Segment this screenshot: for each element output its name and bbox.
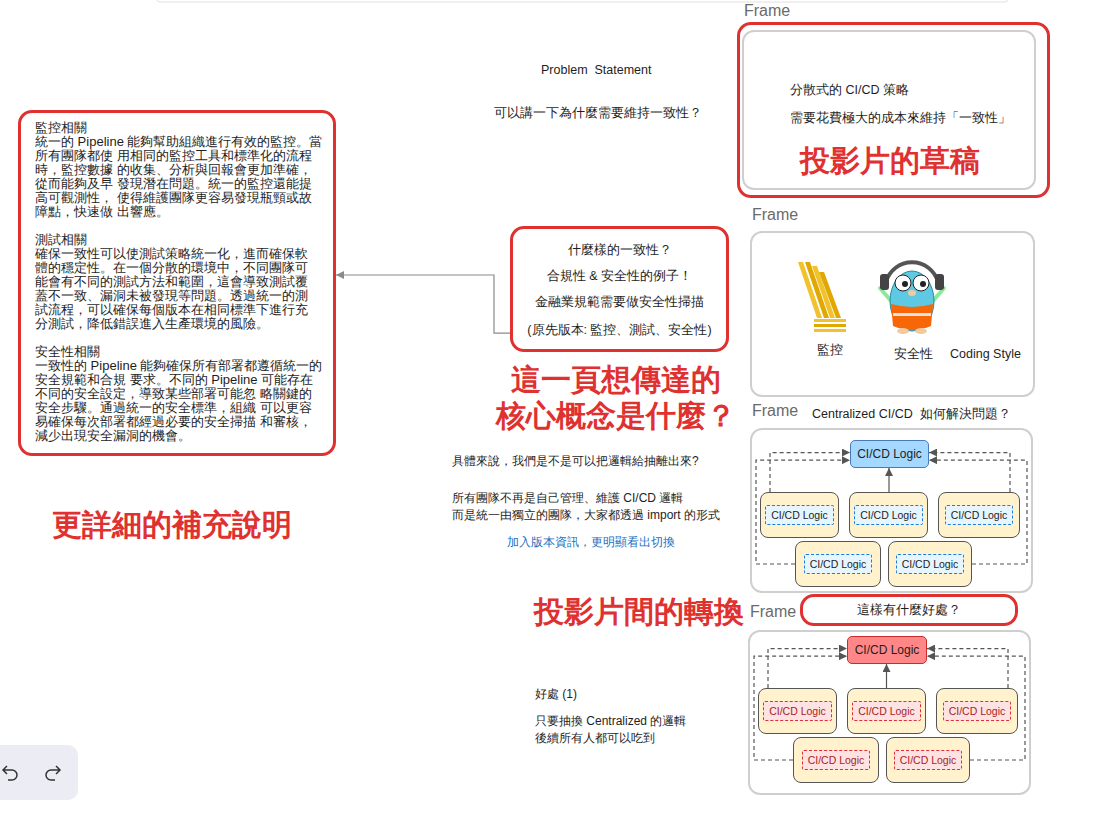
note-text: 加入版本資訊，更明顯看出切換: [507, 534, 675, 551]
node-text: 這樣有什麼好處？: [857, 602, 961, 618]
slide-frame: FrameCentralized CI/CD 如何解決問題？CI/CD Logi…: [750, 428, 1033, 593]
headphone-band: [886, 262, 938, 282]
connector-arrow: [927, 649, 1008, 688]
redo-icon: [46, 766, 60, 780]
ear-cup: [935, 274, 944, 290]
node-text: CI/CD Logic: [763, 701, 832, 722]
connector-arrow: [886, 664, 887, 688]
node-text: Coding Style: [950, 346, 1021, 362]
node-text: 金融業規範需要做安全性掃描: [535, 294, 704, 310]
node-text: CI/CD Logic: [854, 505, 923, 526]
slide-frame: Frame監控安全性Coding Style: [750, 231, 1035, 397]
frame-heading: Frame: [750, 604, 796, 620]
connector-arrow: [770, 453, 850, 492]
note-text: 只要抽換 Centralized 的邏輯 後續所有人都可以吃到: [535, 713, 715, 747]
ear-cup: [880, 274, 889, 290]
team-box: CI/CD Logic: [936, 688, 1018, 734]
annotation-box: 什麼樣的一致性？ 合規性 & 安全性的例子！ 金融業規範需要做安全性掃描 (原先版本:…: [510, 226, 729, 352]
gopher-eye: [913, 275, 929, 291]
node-text: CI/CD Logic: [857, 447, 922, 461]
node-text: CI/CD Logic: [855, 643, 920, 657]
node-text: 合規性 & 安全性的例子！: [547, 268, 692, 284]
node-text: 監控: [817, 342, 843, 358]
connector-arrow: [336, 275, 510, 333]
team-box: CI/CD Logic: [758, 688, 837, 734]
gopher-pupil: [920, 281, 926, 287]
annotation-text: 投影片間的轉換: [534, 594, 744, 630]
node-text: CI/CD Logic: [802, 750, 871, 771]
team-box: CI/CD Logic: [888, 541, 972, 587]
node-text: CI/CD Logic: [945, 505, 1014, 526]
gopher-foot: [897, 328, 909, 334]
gopher-mascot: [880, 262, 944, 334]
note-text: 所有團隊不再是自己管理、維護 CI/CD 邏輯 而是統一由獨立的團隊，大家都透過…: [452, 490, 742, 524]
frame-heading: Frame: [744, 3, 790, 19]
frame-heading: Frame: [752, 403, 798, 419]
note-text: 好處 (1): [535, 686, 577, 703]
team-box: CI/CD Logic: [886, 737, 970, 783]
node-text: 確保一致性可以使測試策略統一化，進而確保軟 體的穩定性。在一個分散的環境中，不同…: [35, 247, 323, 331]
gopher-body: [890, 271, 934, 331]
logic-box: CI/CD Logic: [850, 440, 929, 468]
undo-icon: [3, 766, 17, 780]
node-text: 監控相關: [35, 121, 87, 135]
top-toolbar: [155, 0, 1010, 2]
connector-arrow: [768, 649, 847, 688]
note-text: Problem Statement: [541, 62, 651, 78]
gopher-nose: [908, 290, 916, 296]
frame-heading: Centralized CI/CD 如何解決問題？: [812, 406, 1011, 422]
node-text: CI/CD Logic: [765, 505, 834, 526]
node-text: (原先版本: 監控、測試、安全性): [527, 322, 711, 338]
vest-stripe: [893, 313, 931, 316]
monitor-icon: [798, 262, 846, 332]
team-box: CI/CD Logic: [795, 541, 881, 587]
frame-heading: Frame: [752, 207, 798, 223]
team-box: CI/CD Logic: [849, 492, 928, 538]
node-text: 一致性的 Pipeline 能夠確保所有部署都遵循統一的安全規範和合規 要求。不…: [35, 359, 323, 443]
note-text: 可以講一下為什麼需要維持一致性？: [494, 105, 702, 121]
icon-bar: [819, 272, 841, 318]
node-text: 投影片的草稿: [800, 143, 980, 179]
node-text: 分散式的 CI/CD 策略: [790, 82, 909, 98]
gopher-eye: [895, 275, 911, 291]
team-box: CI/CD Logic: [847, 688, 926, 734]
annotation-box: 監控相關統一的 Pipeline 能夠幫助組織進行有效的監控。當所有團隊都使 用…: [18, 110, 336, 456]
team-box: CI/CD Logic: [793, 737, 879, 783]
icon-bar: [814, 319, 846, 322]
connector-arrow: [929, 453, 1010, 492]
logic-box: CI/CD Logic: [847, 636, 927, 664]
undo-panel: [0, 745, 78, 800]
annotation-box: 這樣有什麼好處？: [800, 594, 1018, 626]
team-box: CI/CD Logic: [760, 492, 839, 538]
icon-bar: [814, 324, 846, 327]
node-text: 測試相關: [35, 233, 87, 247]
node-text: CI/CD Logic: [894, 750, 963, 771]
connector-arrow: [888, 468, 889, 492]
safety-vest: [891, 304, 933, 330]
annotation-text: 更詳細的補充說明: [52, 507, 292, 543]
node-text: 安全性: [894, 346, 933, 362]
node-text: 統一的 Pipeline 能夠幫助組織進行有效的監控。當所有團隊都使 用相同的監…: [35, 135, 323, 219]
node-text: CI/CD Logic: [896, 554, 965, 575]
gopher-pupil: [902, 281, 908, 287]
node-text: CI/CD Logic: [852, 701, 921, 722]
slide-frame: FrameCI/CD LogicCI/CD LogicCI/CD LogicCI…: [748, 630, 1031, 795]
annotation-text: 這一頁想傳達的 核心概念是什麼？: [491, 362, 741, 434]
icon-bar: [814, 329, 846, 332]
node-text: CI/CD Logic: [804, 554, 873, 575]
note-text: 具體來說，我們是不是可以把邏輯給抽離出來?: [452, 453, 699, 470]
node-text: 什麼樣的一致性？: [568, 242, 672, 258]
node-text: CI/CD Logic: [943, 701, 1012, 722]
node-text: 需要花費極大的成本來維持「一致性」: [790, 110, 1011, 126]
annotation-box: 投影片的草稿Frame分散式的 CI/CD 策略需要花費極大的成本來維持「一致性…: [737, 22, 1050, 198]
gopher-foot: [915, 328, 927, 334]
node-text: 安全性相關: [35, 345, 100, 359]
team-box: CI/CD Logic: [938, 492, 1020, 538]
